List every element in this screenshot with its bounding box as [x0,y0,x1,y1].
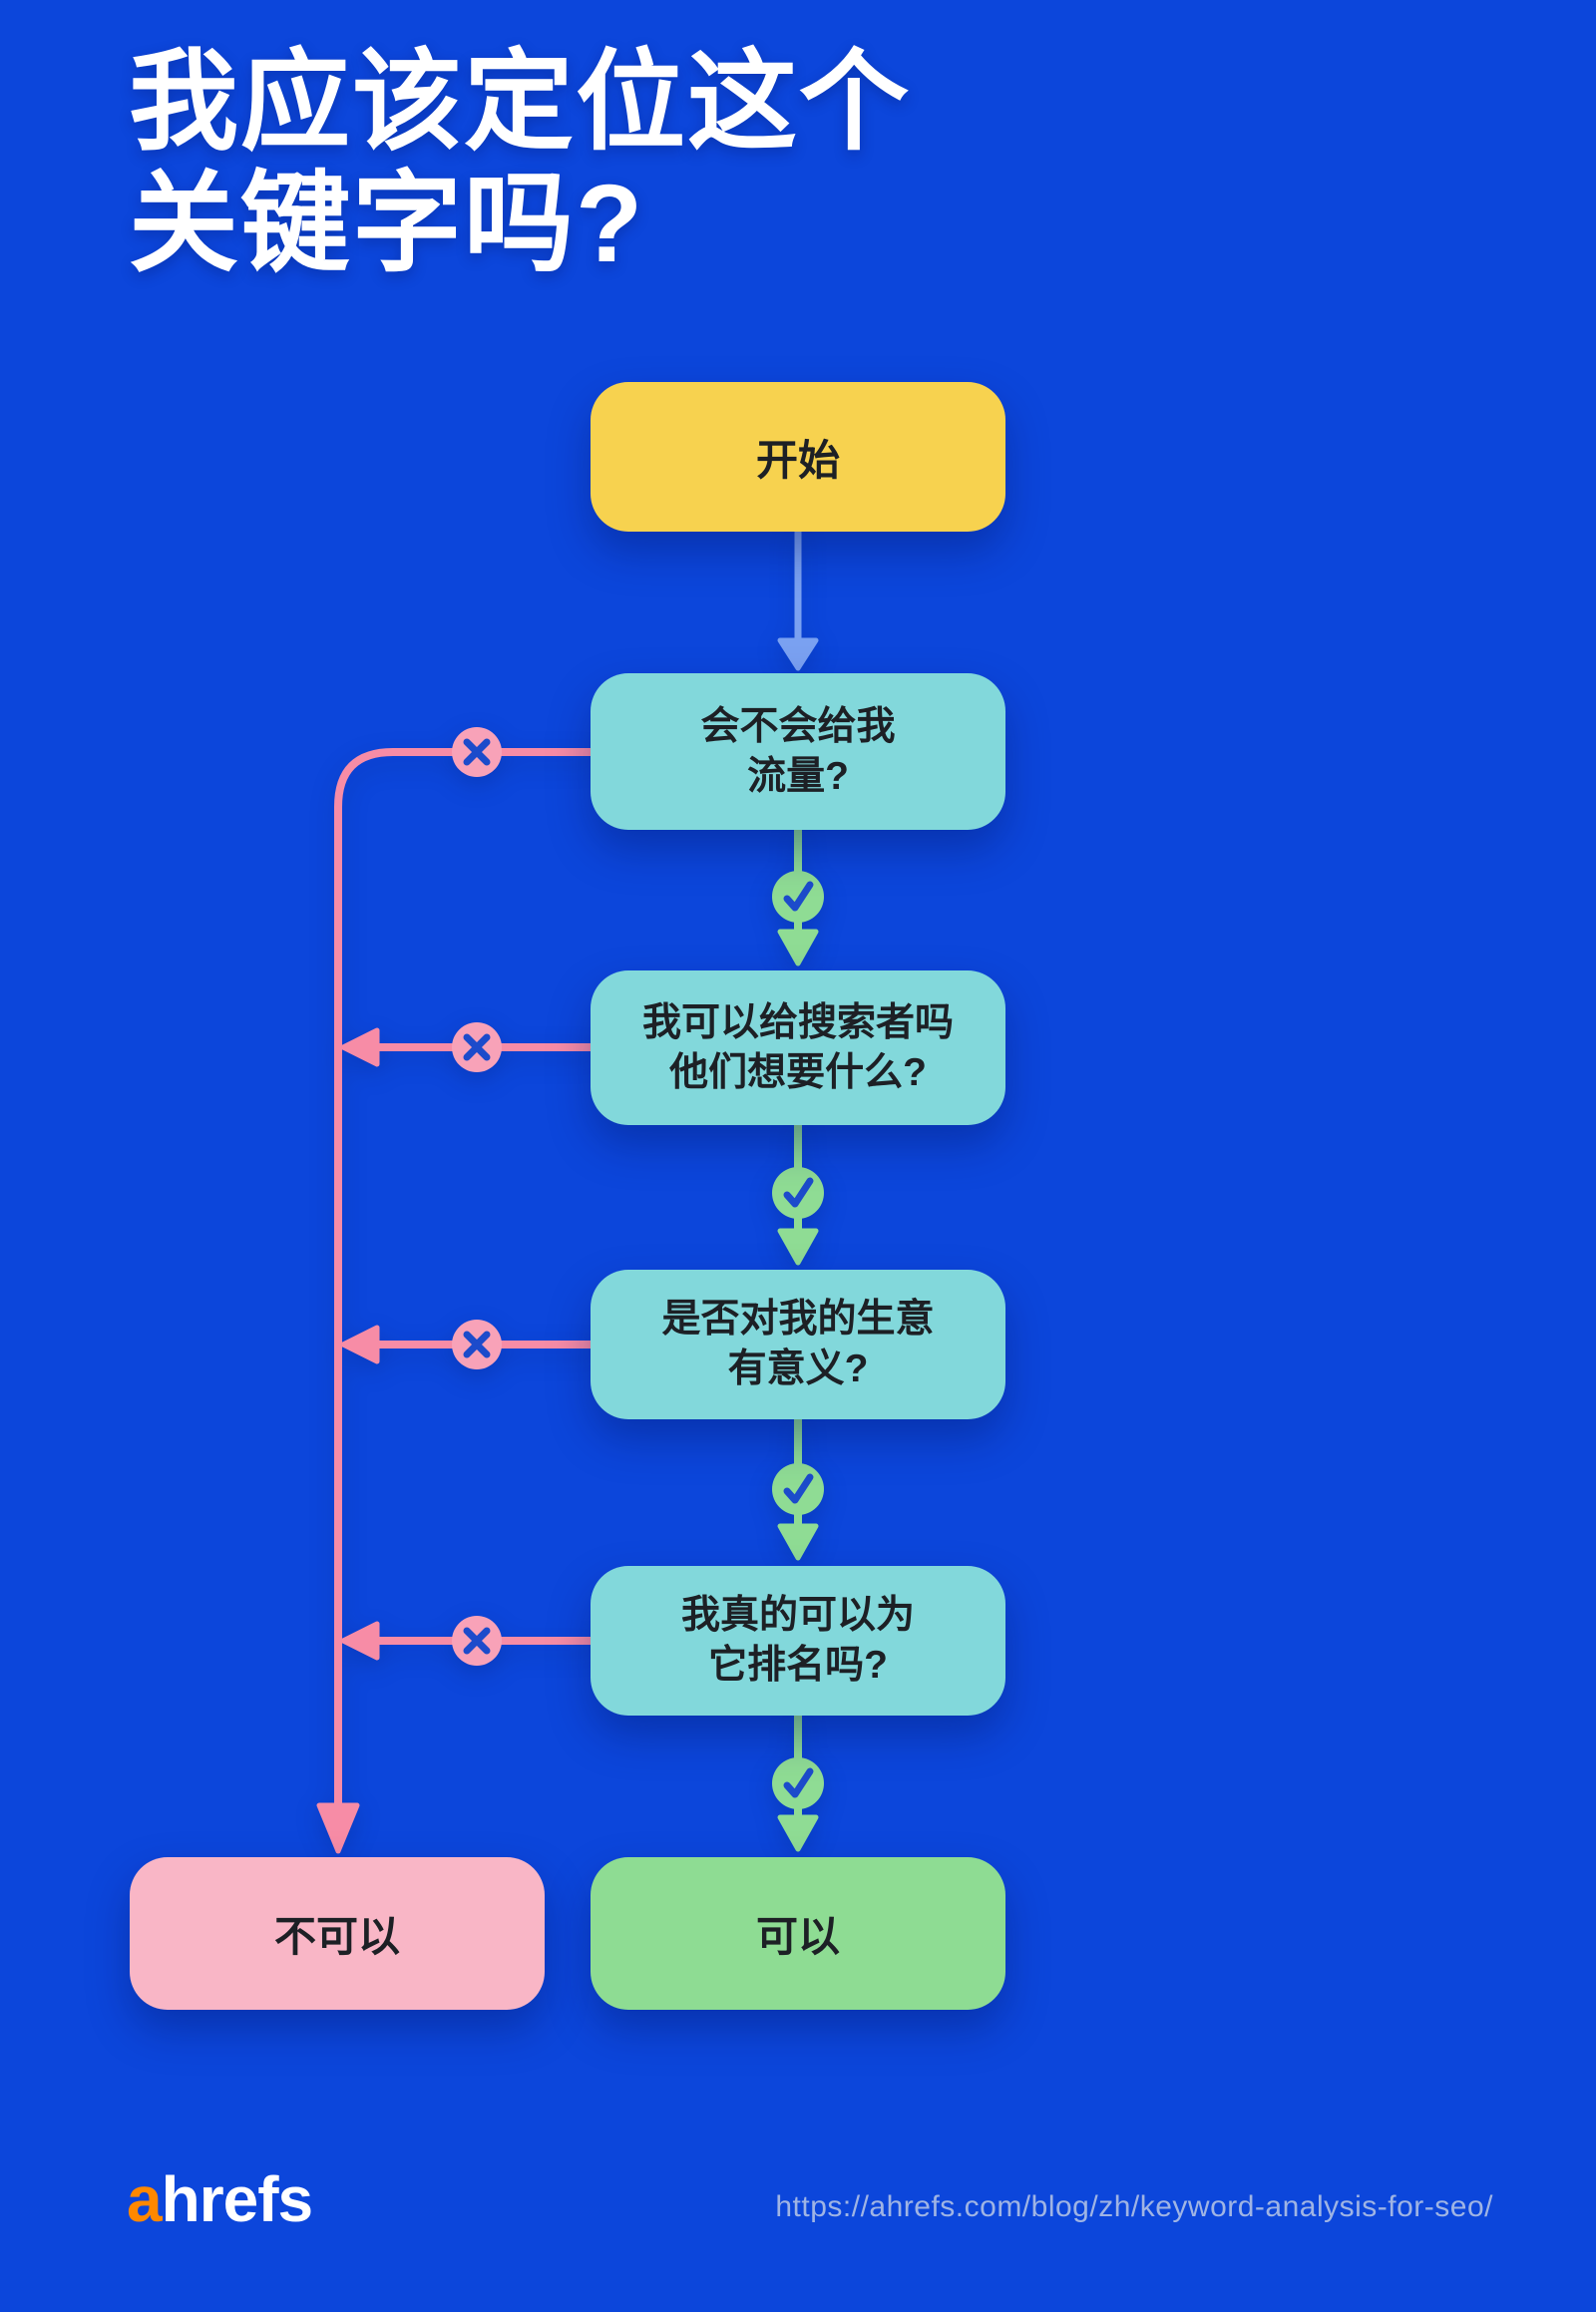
flow-node-no: 不可以 [130,1857,545,2010]
flow-node-question-1: 会不会给我 流量? [591,673,1005,830]
flow-node-label: 可以 [755,1913,840,1960]
question-line-1: 会不会给我 [700,704,896,748]
page-title: 我应该定位这个 关键字吗? [129,42,911,285]
arrow-down-icon [777,1228,819,1266]
connector-no-main-line [334,748,598,1811]
check-icon [783,881,814,912]
flow-node-question-3: 是否对我的生意 有意义? [591,1270,1005,1419]
title-line-1: 我应该定位这个 [129,41,911,164]
flow-node-label: 不可以 [273,1913,400,1960]
flow-node-question-2: 我可以给搜索者吗 他们想要什么? [591,970,1005,1125]
flow-node-yes: 可以 [591,1857,1005,2010]
question-line-2: 流量? [747,754,849,798]
flow-node-label: 开始 [755,436,840,484]
title-line-2: 关键字吗? [129,163,645,285]
source-url: https://ahrefs.com/blog/zh/keyword-analy… [775,2190,1493,2223]
cross-icon [463,1627,491,1655]
arrow-down-icon [777,637,819,671]
arrow-down-icon [777,929,819,966]
check-icon [783,1177,814,1208]
question-line-1: 是否对我的生意 [661,1298,935,1341]
logo-accent-letter: a [127,2163,163,2235]
arrow-down-icon [777,1814,819,1852]
cross-icon [463,1331,491,1358]
arrow-down-icon [777,1523,819,1561]
arrow-left-icon [340,1027,380,1067]
question-line-2: 有意义? [727,1348,869,1390]
arrow-left-icon [340,1325,380,1364]
arrow-down-icon [316,1802,360,1854]
flow-node-question-4: 我真的可以为 它排名吗? [591,1566,1005,1716]
question-line-1: 我可以给搜索者吗 [641,1000,954,1044]
logo-rest: hrefs [161,2163,313,2235]
check-icon [783,1767,814,1798]
cross-icon [463,738,491,766]
arrow-left-icon [340,1621,380,1661]
question-line-1: 我真的可以为 [680,1594,915,1637]
question-line-2: 它排名吗? [708,1644,888,1687]
cross-icon [463,1033,491,1061]
ahrefs-logo: ahrefs [127,2163,313,2235]
flow-node-start: 开始 [591,382,1005,532]
question-line-2: 他们想要什么? [669,1050,927,1094]
check-icon [783,1473,814,1504]
